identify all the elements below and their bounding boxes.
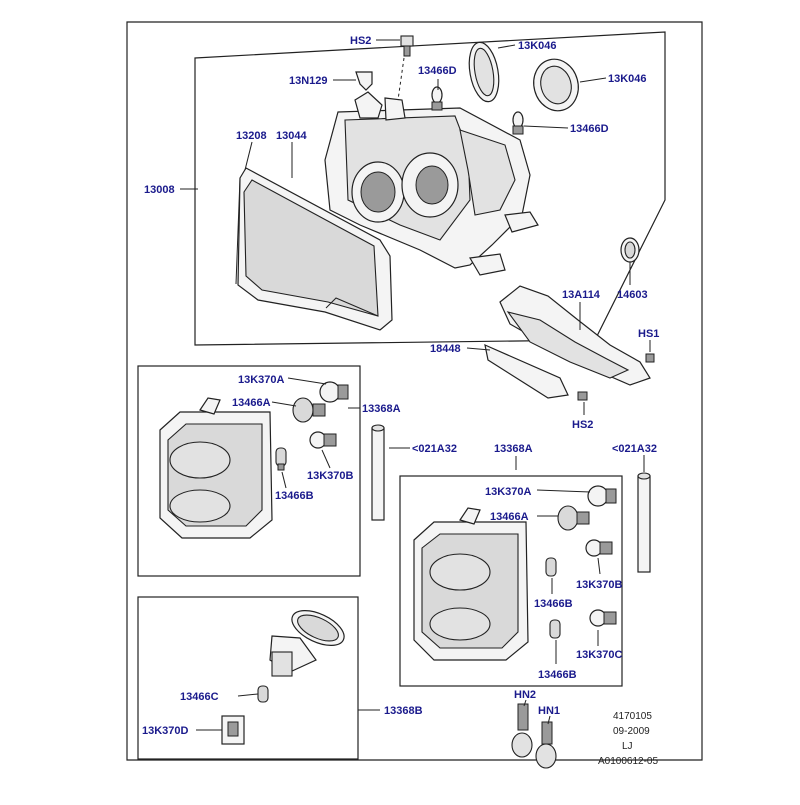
diagram-date: 09-2009 (613, 726, 650, 737)
label-13k370a-left: 13K370A (238, 374, 285, 386)
label-13368a-right: 13368A (494, 443, 533, 455)
bulb-13466c (257, 685, 269, 703)
seal-13k046-a (468, 41, 500, 103)
label-13a114: 13A114 (562, 289, 601, 301)
socket-13k370b-right (585, 539, 613, 557)
bulb-13466a-right (557, 505, 590, 531)
label-13368a-left: 13368A (362, 403, 401, 415)
ring-14603 (620, 237, 640, 263)
label-021a32-right: <021A32 (612, 443, 657, 455)
leader-lines (180, 39, 651, 731)
label-13208: 13208 (236, 130, 267, 142)
label-13466c: 13466C (180, 691, 219, 703)
headlamp-housing (324, 91, 539, 276)
tube-021a32-left (371, 424, 385, 521)
headlamp-lens (235, 167, 393, 331)
label-13466b-right-a: 13466B (534, 598, 573, 610)
label-021a32-left: <021A32 (412, 443, 457, 455)
label-13466b-left: 13466B (275, 490, 314, 502)
label-14603: 14603 (617, 289, 648, 301)
side-repeater-housing (269, 635, 317, 677)
label-hn2: HN2 (514, 689, 536, 701)
bulb-13466d-a (431, 86, 443, 111)
socket-13k370b-left (309, 431, 337, 449)
socket-13k370d (221, 715, 245, 745)
label-13k046-b: 13K046 (608, 73, 647, 85)
bulb-13466b-left (275, 447, 287, 471)
left-indicator-frame (137, 365, 361, 577)
right-indicator-frame (399, 475, 623, 687)
label-13466a-left: 13466A (232, 397, 271, 409)
outer-frame (126, 21, 703, 761)
label-13466d-b: 13466D (570, 123, 609, 135)
bulb-13466b-right-a (545, 557, 557, 577)
screw-hs2-top (400, 35, 414, 57)
right-indicator-lamp (413, 507, 529, 661)
label-hs1: HS1 (638, 328, 659, 340)
label-13466b-right-b: 13466B (538, 669, 577, 681)
bulb-13466b-right-b (549, 619, 561, 639)
nut-hn1 (535, 721, 557, 769)
socket-13k370a-left (319, 381, 349, 403)
bulb-13466d-b (512, 111, 524, 135)
label-13008: 13008 (144, 184, 175, 196)
label-hn1: HN1 (538, 705, 560, 717)
screw-hs1 (645, 353, 655, 363)
strip-18448 (484, 343, 569, 399)
clip-13n129 (355, 71, 373, 91)
bracket-13a114 (499, 285, 651, 386)
label-13466a-right: 13466A (490, 511, 529, 523)
bulb-13466a-left (292, 397, 326, 423)
label-13k370a-right: 13K370A (485, 486, 532, 498)
side-repeater-frame (137, 596, 359, 760)
nut-hn2 (511, 703, 533, 758)
socket-13k370a-right (587, 485, 617, 507)
label-hs2-top: HS2 (350, 35, 371, 47)
left-indicator-lamp (159, 397, 273, 539)
label-13044: 13044 (276, 130, 307, 142)
seal-13k046-b (533, 58, 579, 112)
side-repeater-lens (291, 610, 345, 646)
tube-021a32-right (637, 472, 651, 573)
label-13k370c-right: 13K370C (576, 649, 623, 661)
diagram-code: 4170105 (613, 711, 652, 722)
label-13n129: 13N129 (289, 75, 328, 87)
screw-hs2-bottom (577, 391, 588, 401)
label-hs2-bottom: HS2 (572, 419, 593, 431)
diagram-ref: A0100612-05 (598, 756, 658, 767)
label-13k046-a: 13K046 (518, 40, 557, 52)
label-13k370b-left: 13K370B (307, 470, 354, 482)
diagram-initials: LJ (622, 741, 633, 752)
label-13466d-a: 13466D (418, 65, 457, 77)
socket-13k370c-right (589, 609, 617, 627)
label-13368b: 13368B (384, 705, 423, 717)
label-18448: 18448 (430, 343, 461, 355)
label-13k370b-right: 13K370B (576, 579, 623, 591)
label-13k370d: 13K370D (142, 725, 189, 737)
